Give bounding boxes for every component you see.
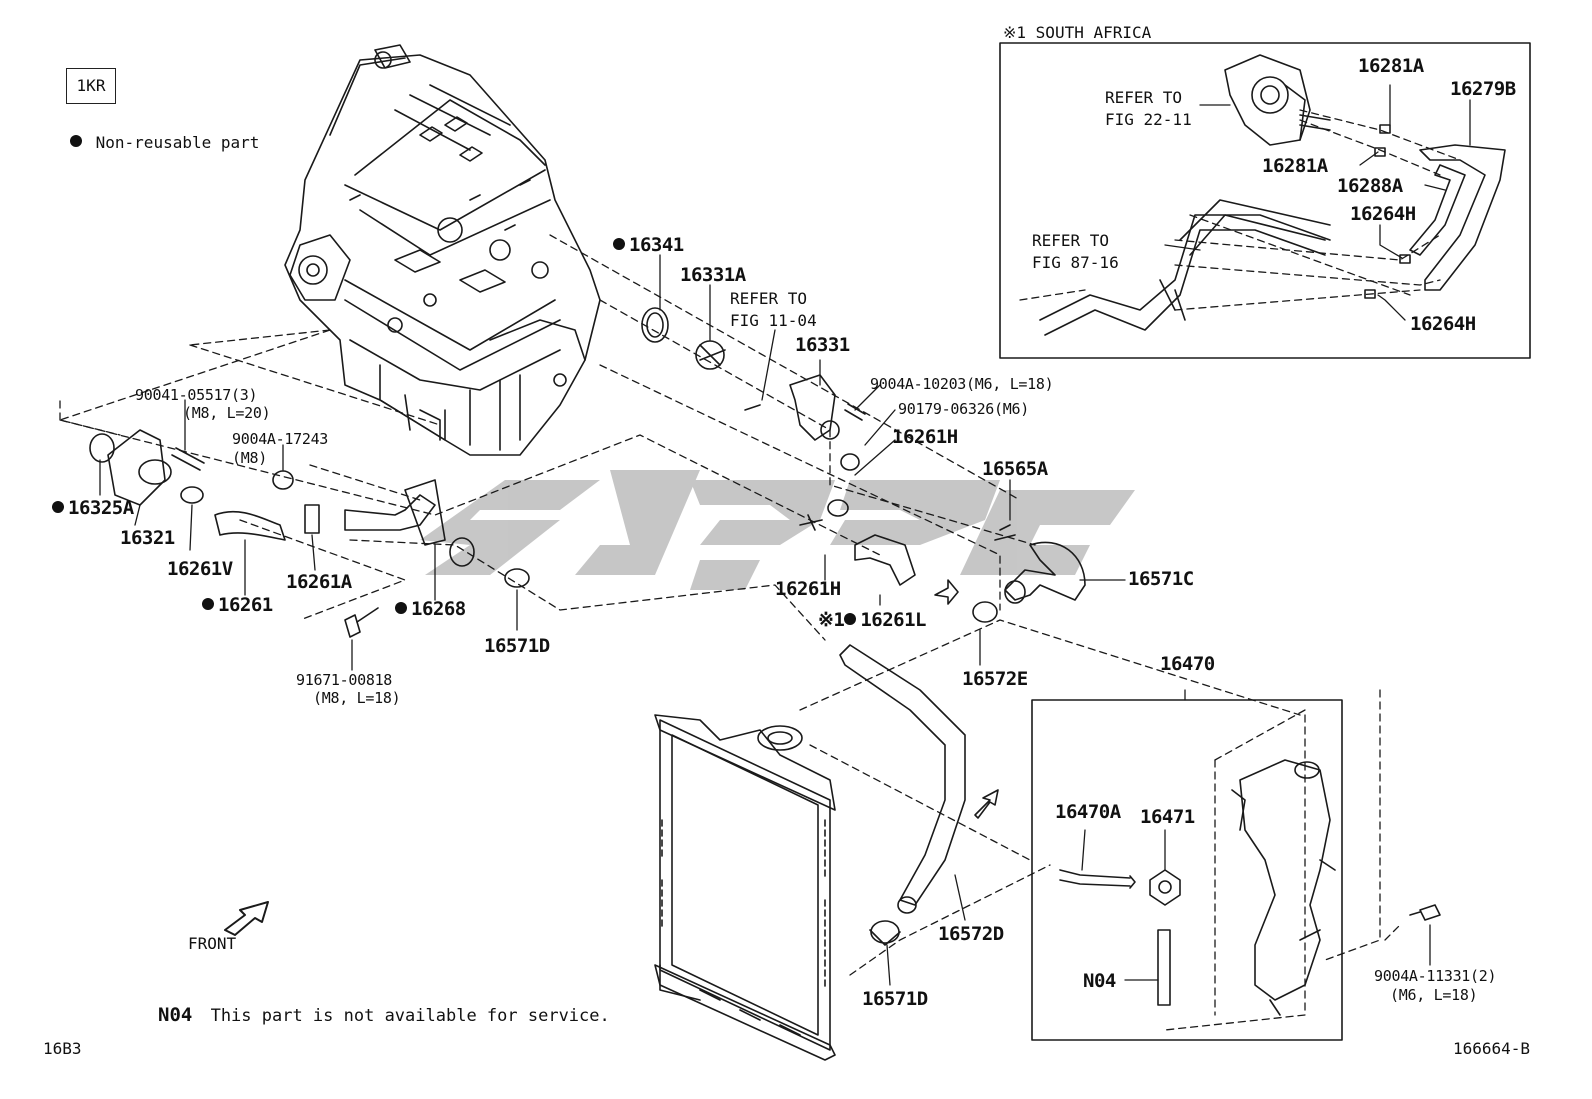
non-reusable-dot-icon (844, 613, 857, 625)
thermostat-parts-drawing (641, 307, 866, 471)
part-label-16470A[interactable]: 16470A (1055, 801, 1121, 823)
reservoir-parts-drawing (1059, 759, 1441, 1016)
part-label-16331[interactable]: 16331 (795, 334, 850, 356)
watermark-logo (420, 470, 1135, 590)
part-label-16325A[interactable]: 16325A (52, 499, 134, 518)
flow-arrows (934, 579, 999, 819)
bolt-label-90041-05517[interactable]: 90041-05517(3) (135, 386, 258, 404)
part-label-16261[interactable]: 16261 (202, 596, 273, 615)
part-label-N04[interactable]: N04 (1083, 970, 1116, 992)
nut-label-90179-06326[interactable]: 90179-06326(M6) (898, 400, 1029, 418)
bolt-label-9004A-10203[interactable]: 9004A-10203(M6, L=18) (870, 375, 1054, 393)
part-label-16281A-mid[interactable]: 16281A (1262, 155, 1328, 177)
engine-code: 1KR (76, 76, 106, 95)
part-label-16261A[interactable]: 16261A (286, 571, 352, 593)
part-label-16471[interactable]: 16471 (1140, 806, 1195, 828)
ref-fig-22-11[interactable]: REFER TO FIG 22-11 (1105, 88, 1192, 129)
lower-hose-drawing (839, 644, 966, 946)
part-label-16571C[interactable]: 16571C (1128, 568, 1194, 590)
bolt-label-9004A-11331[interactable]: 9004A-11331(2) (1374, 967, 1497, 985)
solid-leader-lines (99, 84, 1471, 986)
engine-block-drawing (284, 44, 601, 456)
footnote: N04 This part is not available for servi… (158, 1006, 610, 1025)
part-label-16264H-bottom[interactable]: 16264H (1410, 313, 1476, 335)
engine-code-box: 1KR (66, 68, 116, 104)
reservoir-inset-box (1031, 699, 1343, 1041)
part-label-16565A[interactable]: 16565A (982, 458, 1048, 480)
part-label-16261H-top[interactable]: 16261H (892, 426, 958, 448)
front-arrow-icon (224, 901, 269, 936)
non-reusable-dot-icon (70, 135, 82, 147)
inset-hoses-drawing (1039, 124, 1506, 336)
part-label-16268[interactable]: 16268 (395, 600, 466, 619)
part-label-16261V[interactable]: 16261V (167, 558, 233, 580)
part-label-16288A[interactable]: 16288A (1337, 175, 1403, 197)
region-title: ※1 SOUTH AFRICA (1003, 23, 1152, 42)
part-label-16331A[interactable]: 16331A (680, 264, 746, 286)
left-side-parts-drawing (89, 429, 530, 638)
non-reusable-dot-icon (613, 238, 625, 250)
part-label-16572D[interactable]: 16572D (938, 923, 1004, 945)
part-label-16571D-top[interactable]: 16571D (484, 635, 550, 657)
figure-number: 166664-B (1453, 1039, 1531, 1058)
bolt-label-91671-00818[interactable]: 91671-00818 (296, 671, 393, 689)
nut-spec-9004A-17243: (M8) (232, 449, 267, 467)
part-label-16571D-bottom[interactable]: 16571D (862, 988, 928, 1010)
nut-label-9004A-17243[interactable]: 9004A-17243 (232, 430, 329, 448)
sheet-code: 16B3 (43, 1039, 82, 1058)
footnote-code: N04 (158, 1004, 193, 1026)
front-direction-label: FRONT (188, 934, 237, 953)
part-label-16279B[interactable]: 16279B (1450, 78, 1516, 100)
non-reusable-dot-icon (202, 598, 214, 610)
legend: Non-reusable part (70, 135, 259, 151)
legend-text: Non-reusable part (95, 133, 260, 152)
part-label-16341[interactable]: 16341 (613, 236, 684, 255)
bolt-spec-91671-00818: (M8, L=18) (313, 689, 401, 707)
ref-fig-87-16[interactable]: REFER TO FIG 87-16 (1032, 231, 1119, 272)
south-africa-inset-box (999, 42, 1531, 359)
dashed-leader-lines (59, 109, 1461, 1031)
part-label-16261H-mid[interactable]: 16261H (775, 578, 841, 600)
region-marker: ※1 (818, 609, 845, 631)
part-label-16321[interactable]: 16321 (120, 527, 175, 549)
bolt-spec-9004A-11331: (M6, L=18) (1390, 986, 1478, 1004)
part-label-16572E[interactable]: 16572E (962, 668, 1028, 690)
ref-fig-11-04[interactable]: REFER TO FIG 11-04 (730, 289, 817, 330)
non-reusable-dot-icon (395, 602, 407, 614)
non-reusable-dot-icon (52, 501, 64, 513)
part-label-16264H-top[interactable]: 16264H (1350, 203, 1416, 225)
part-label-16470[interactable]: 16470 (1160, 653, 1215, 675)
throttle-body-drawing (1224, 54, 1331, 146)
bolt-spec-90041-05517: (M8, L=20) (183, 404, 271, 422)
footnote-text: This part is not available for service. (210, 1006, 610, 1026)
radiator-drawing (654, 714, 836, 1061)
part-label-16281A-top[interactable]: 16281A (1358, 55, 1424, 77)
